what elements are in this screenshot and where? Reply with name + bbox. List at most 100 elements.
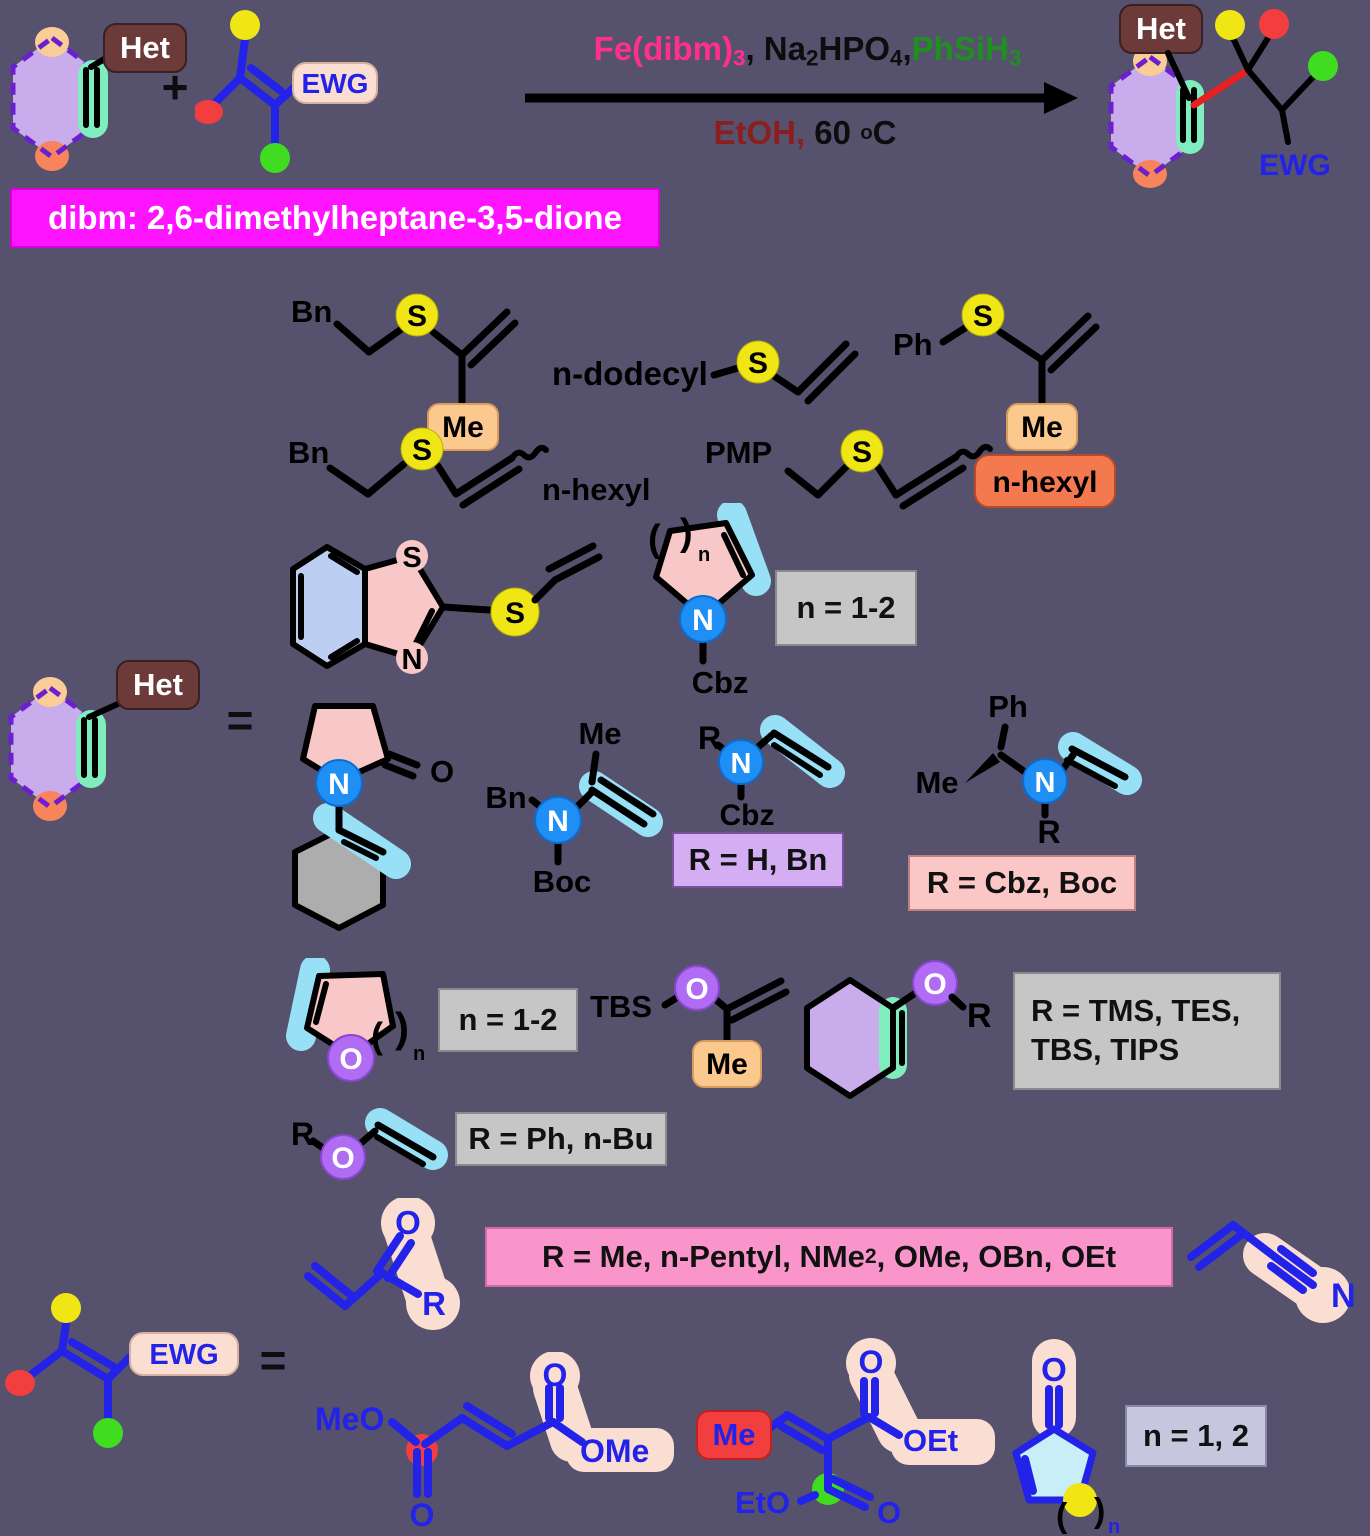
green-substituent-icon [260, 143, 290, 173]
phenyl-isopropenyl-sulfide: Ph S Me [893, 293, 1100, 451]
ewg-label-box [292, 62, 378, 104]
paren-n: n [413, 1043, 425, 1065]
me-label: Me [706, 1048, 748, 1081]
me-box [1006, 403, 1078, 451]
het-label: Het [1136, 11, 1186, 46]
oet-label: OEt [903, 1423, 958, 1458]
het-label-box [103, 23, 187, 73]
sulfur-label: S [852, 436, 872, 469]
product-structure: Het EWG [1108, 4, 1338, 188]
vinyl-bonds [531, 542, 603, 604]
sulfur-atom-icon [400, 427, 444, 471]
ring-s-gap [396, 540, 428, 572]
ring-sulfur-label: S [402, 542, 421, 574]
ome-label: OMe [580, 1433, 649, 1469]
fe-catalyst: Fe(dibm) [593, 30, 733, 68]
sulfur-label: S [412, 434, 432, 467]
pmp-hexenyl-sulfide: PMP S n-hexyl [705, 429, 1116, 510]
bonds [1021, 1385, 1063, 1495]
cyclic-enol-ether: ( ) n O [286, 958, 425, 1082]
dodecyl-vinyl-sulfide: n-dodecyl S [552, 340, 859, 405]
silane: PhSiH [911, 30, 1009, 68]
cyan-highlight [286, 958, 330, 1051]
bn-boc-enamide: Me Bn N Boc [485, 716, 663, 899]
r-label: R [291, 1116, 314, 1152]
meo-label: MeO [315, 1401, 384, 1437]
me-label: Me [915, 765, 958, 800]
sulfur-atom-icon [395, 293, 439, 337]
r-label: R [967, 997, 992, 1035]
het-label-box [1119, 4, 1203, 54]
double-bond-inner [313, 981, 329, 1025]
top-orange-oval [35, 27, 69, 57]
tbs-label: TBS [590, 989, 652, 1024]
benzyl-isopropenyl-sulfide: Bn S Me [291, 293, 519, 451]
red-substituent-icon [1259, 9, 1289, 39]
bonds [309, 1121, 437, 1167]
n-range-note: n = 1-2 [775, 570, 917, 646]
n-12-note: n = 1, 2 [1125, 1405, 1267, 1467]
nitrogen-label: N [1331, 1277, 1356, 1315]
me-label: Me [712, 1417, 755, 1452]
hexyl-label: n-hexyl [542, 472, 651, 507]
sulfur-label: S [748, 347, 768, 380]
ph-label: Ph [988, 689, 1028, 724]
me-label: Me [442, 411, 484, 444]
ewg-label: EWG [302, 68, 369, 99]
phenylethyl-enamide: Ph Me N R [915, 689, 1142, 850]
boc-label: Boc [533, 864, 592, 899]
paren-n: n [698, 544, 710, 566]
nitrogen-atom-icon [1022, 758, 1068, 804]
r-label: R [422, 1285, 446, 1322]
cbz-cyclic-enamine: ( ) n N Cbz [648, 503, 771, 700]
reaction-arrow [525, 82, 1078, 114]
oxygen-label: O [685, 973, 708, 1006]
oxygen-label: O [430, 754, 454, 789]
paren-close: ) [395, 1004, 409, 1051]
hexagon-body [1111, 57, 1189, 176]
oxygen-atom-icon [327, 1034, 375, 1082]
paren-open: ( [1056, 1497, 1068, 1535]
bonds [388, 1384, 586, 1498]
bn-label: Bn [288, 435, 329, 470]
sulfur-label: S [973, 300, 993, 333]
base: , Na [745, 30, 806, 68]
hexagon-body [13, 38, 91, 157]
bonds [939, 312, 1100, 408]
cyclohexenyl-enol-ether: O R [804, 960, 992, 1099]
r-cbz-boc-note: R = Cbz, Boc [908, 855, 1136, 911]
temperature: 60 [805, 114, 861, 151]
hexyl-label: n-hexyl [992, 466, 1097, 499]
sulfur-label: S [505, 597, 525, 630]
reactant-ewg-alkene: EWG [195, 10, 378, 173]
nitrogen-label: N [547, 805, 569, 838]
oxygen-left-label: O [410, 1497, 435, 1532]
nitrogen-label: N [1035, 767, 1056, 799]
oxygen-label: O [395, 1204, 421, 1241]
bn-label: Bn [291, 294, 332, 329]
bond-o-r [948, 993, 967, 1011]
new-bond-red [1190, 66, 1252, 109]
me-label: Me [1021, 411, 1063, 444]
alkene-bonds [211, 35, 303, 149]
top-orange-oval [33, 677, 67, 707]
het-definition-glyph: Het [8, 660, 200, 821]
nitrogen-atom-icon [679, 595, 727, 643]
cyclohexenyl-lactam: O N [292, 703, 454, 931]
bond-c-o [889, 988, 921, 1012]
nitrogen-atom-icon [718, 739, 764, 785]
benzyl-hexenyl-sulfide: Bn S n-hexyl [288, 427, 651, 509]
r-label: R [1037, 814, 1060, 850]
me-box [696, 1410, 772, 1460]
nitrogen-atom-icon [315, 759, 363, 807]
me-box [692, 1040, 762, 1088]
red-substituent-icon [5, 1370, 35, 1396]
hexyl-box [974, 454, 1116, 508]
double-bond-inner [721, 532, 746, 578]
bonds [333, 308, 519, 408]
r-hbn-note: R = H, Bn [672, 832, 844, 888]
bond-c2-s [439, 603, 493, 614]
yellow-ch2-icon [1063, 1483, 1097, 1517]
silyl-note: R = TMS, TES, TBS, TIPS [1013, 972, 1281, 1090]
